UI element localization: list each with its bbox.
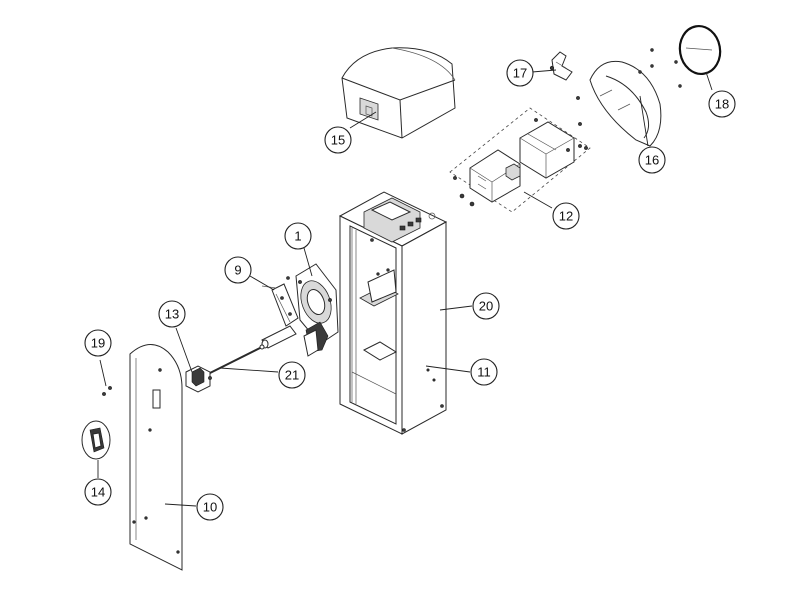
- callout-20: 20: [472, 292, 500, 320]
- callout-label: 10: [203, 500, 217, 515]
- callout-label: 1: [294, 229, 301, 244]
- callout-label: 18: [715, 97, 729, 112]
- part-motor-gearbox: [295, 263, 339, 357]
- callout-19: 19: [84, 329, 112, 357]
- callout-label: 11: [477, 365, 491, 380]
- part-top-cover: [341, 47, 456, 139]
- callout-12: 12: [552, 202, 580, 230]
- callout-9: 9: [224, 256, 252, 284]
- part-lock-cover: [81, 420, 111, 460]
- callout-label: 9: [234, 263, 241, 278]
- callout-label: 16: [645, 153, 659, 168]
- callout-label: 17: [513, 66, 527, 81]
- part-screws-top: [638, 48, 682, 88]
- callout-21: 21: [278, 361, 306, 389]
- callout-label: 19: [91, 336, 105, 351]
- part-bracket-assembly: [449, 107, 591, 213]
- callout-10: 10: [196, 493, 224, 521]
- part-cabinet: [338, 191, 448, 435]
- callout-17: 17: [506, 59, 534, 87]
- part-mounting-plate: [261, 276, 299, 327]
- part-clip: [549, 51, 573, 81]
- part-door-panel: [129, 344, 183, 571]
- callout-label: 13: [165, 307, 179, 322]
- callout-15: 15: [324, 126, 352, 154]
- callout-18: 18: [708, 90, 736, 118]
- callout-label: 14: [91, 485, 105, 500]
- callout-11: 11: [470, 358, 498, 386]
- leader-lines: [97, 69, 713, 507]
- part-end-cap: [576, 60, 662, 150]
- callout-13: 13: [158, 300, 186, 328]
- callout-1: 1: [284, 222, 312, 250]
- part-shaft-roller: [261, 325, 297, 349]
- callout-label: 12: [559, 209, 573, 224]
- callout-16: 16: [638, 146, 666, 174]
- part-lock-bracket: [185, 365, 212, 393]
- part-rod: [207, 344, 265, 375]
- part-screw: [102, 386, 112, 396]
- callout-14: 14: [84, 478, 112, 506]
- callout-label: 21: [285, 368, 299, 383]
- part-sealing-ring: [678, 25, 722, 75]
- callout-label: 15: [331, 133, 345, 148]
- callout-label: 20: [479, 299, 493, 314]
